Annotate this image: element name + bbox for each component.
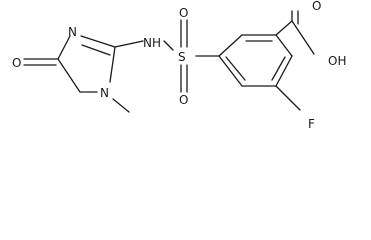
bond-ring-inner-right (271, 56, 286, 81)
bond-n1-c2 (109, 46, 116, 83)
bond-ring-c6-c1 (218, 55, 243, 87)
bond-c2-n3 (80, 35, 116, 48)
bond-ring-c4-c5 (275, 55, 293, 87)
ring-nitrogen-imine-label: N (68, 25, 77, 39)
sulfonyl-oxygen-bottom-label: O (179, 93, 188, 107)
bond-ring-cooh (275, 20, 293, 36)
bond-c2-nh (114, 40, 144, 48)
amine-nh-label: NH (143, 36, 161, 50)
acid-hydroxyl-label: OH (328, 54, 346, 68)
chemical-structure: O N N NH S O O O OH F (12, 0, 346, 131)
bond-c4-c5 (57, 58, 81, 93)
bond-ring-c3-c4 (275, 34, 293, 57)
ring-nitrogen-methyl-label: N (100, 86, 109, 100)
bond-c-oh (291, 20, 315, 55)
bond-nh-s (163, 40, 174, 51)
bond-ring-c1-c2 (218, 34, 243, 57)
bond-c2-n3-double (81, 44, 111, 56)
fluorine-label: F (308, 117, 315, 131)
bond-ring-inner-left (225, 56, 246, 81)
carbonyl-oxygen-label: O (12, 56, 21, 70)
bond-ring-f (275, 85, 301, 111)
sulfur-label: S (178, 50, 186, 64)
bond-n1-methyl (112, 98, 130, 113)
bond-n3-c4 (57, 35, 71, 60)
acid-oxygen-top-label: O (312, 0, 321, 13)
sulfonyl-oxygen-top-label: O (179, 6, 188, 20)
